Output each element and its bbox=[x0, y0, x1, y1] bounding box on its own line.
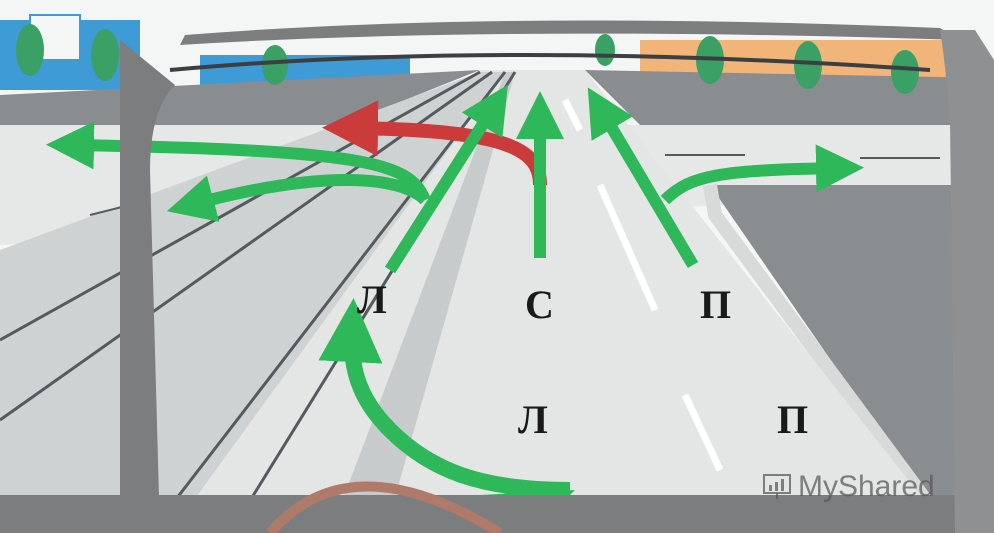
lane-label-far-center: С bbox=[525, 285, 554, 325]
watermark: MyShared bbox=[762, 470, 935, 504]
presentation-icon bbox=[762, 473, 792, 501]
watermark-text: MyShared bbox=[798, 470, 935, 504]
lane-label-far-right: П bbox=[700, 285, 731, 325]
sidewalk-right-far bbox=[585, 70, 994, 125]
lane-label-near-left: Л bbox=[518, 400, 548, 440]
lane-label-far-left: Л bbox=[357, 280, 387, 320]
lane-label-near-right: П bbox=[777, 400, 808, 440]
